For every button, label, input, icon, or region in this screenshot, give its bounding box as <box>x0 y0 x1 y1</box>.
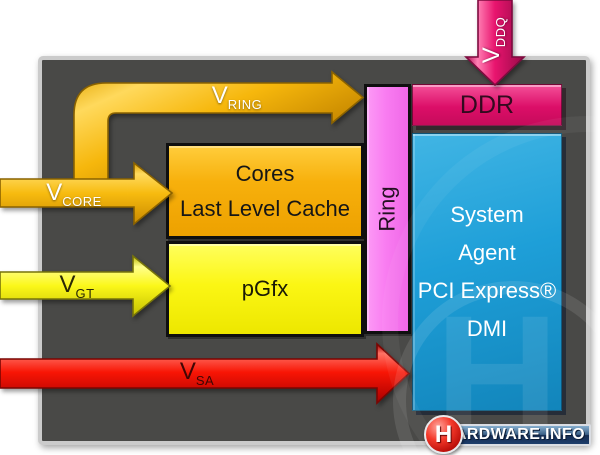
system-agent-line: DMI <box>466 316 508 341</box>
hardwareinfo-logo-initial: H <box>434 420 453 448</box>
hardwareinfo-logo-icon: H <box>424 415 463 454</box>
system-agent-line: Agent <box>458 240 516 265</box>
system-agent-line: System <box>450 202 524 227</box>
vgt-arrow <box>0 254 172 318</box>
pgfx-block: pGfx <box>166 241 364 337</box>
vring-arrow <box>73 70 365 201</box>
ddr-block: DDR <box>412 84 562 126</box>
vsa-arrow <box>0 342 411 405</box>
vddq-arrow <box>464 0 526 87</box>
pgfx-label: pGfx <box>241 276 289 301</box>
ddr-label: DDR <box>459 90 515 119</box>
cores-label: Cores <box>235 161 295 186</box>
ring-block: Ring <box>364 84 411 334</box>
system-agent-line: PCI Express® <box>417 278 557 303</box>
hardwareinfo-logo-text: ARDWARE.INFO <box>454 426 585 443</box>
llc-label: Last Level Cache <box>180 196 350 221</box>
system-agent-block: System Agent PCI Express® DMI <box>412 133 562 411</box>
vcore-arrow <box>0 161 174 226</box>
